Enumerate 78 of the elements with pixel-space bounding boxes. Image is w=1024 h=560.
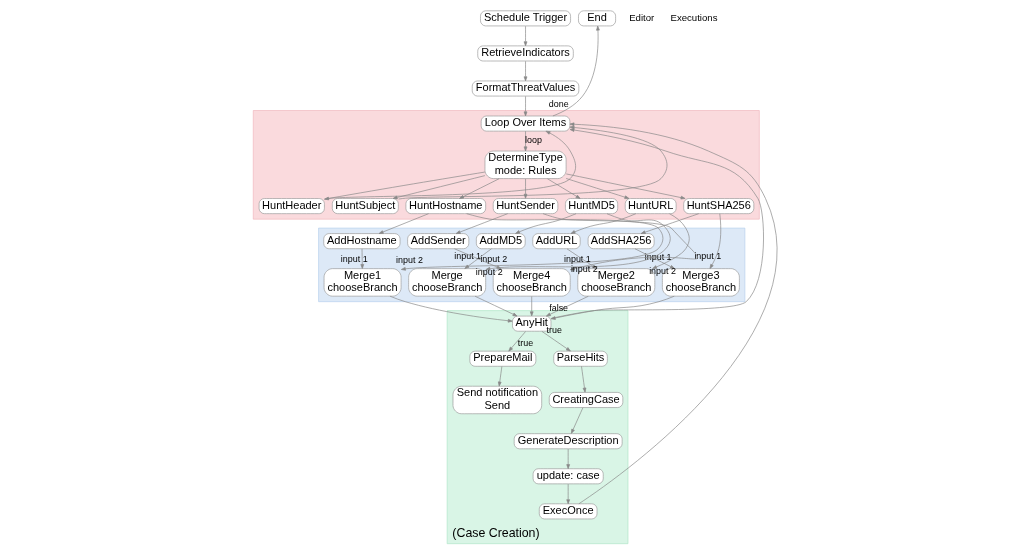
edge-label: input 1 [563,253,591,264]
node-box: HuntSubject [331,198,399,214]
arrow [523,96,527,117]
edge-label: done [548,99,569,110]
edge-label: loop [524,135,542,146]
node-box: AddHostname [322,233,400,250]
node-box: ExecOnce [538,503,597,520]
arrow [389,295,513,323]
edge-label: input 2 [475,266,503,277]
arrow [523,60,527,82]
arrow [541,331,571,352]
arrow [580,366,586,393]
arrow [709,213,721,269]
node-box: DetermineType mode: Rules [484,150,566,179]
node-box: Send notification Send [452,385,542,415]
node-box: AddMD5 [475,233,526,250]
arrow [497,366,502,387]
edge-label: input 2 [479,254,507,265]
node-box: FormatThreatValues [471,80,579,97]
node-box: RetrieveIndicators [476,45,574,62]
node-box: PrepareMail [469,350,536,367]
edge-label: input 2 [570,264,598,275]
arrow [565,483,570,505]
arrow [458,178,500,199]
node-box: Loop Over Items [480,115,570,132]
arrow [634,248,675,269]
arrow [514,213,576,234]
edge-label: input 2 [395,254,423,265]
arrow [507,331,526,352]
arrow [323,171,485,201]
node-box: update: case [532,468,604,485]
arrow [453,248,501,269]
arrow [378,213,429,234]
node-box: HuntSHA256 [682,198,754,214]
node-box: Schedule Trigger [479,10,571,27]
arrow [565,173,685,200]
node-box: HuntHeader [258,198,325,214]
node-box: AddSHA256 [587,233,654,250]
edge-label: input 1 [453,250,481,261]
arrow [529,296,533,317]
arrow [550,128,764,319]
arrow [523,178,527,199]
arrow [651,213,690,269]
node-box: HuntHostname [405,198,486,214]
node-box: HuntURL [624,198,676,214]
arrow [550,295,675,320]
edge-label: false [548,302,568,313]
arrow [552,25,600,117]
arrow [570,407,583,434]
edge-label: input 1 [644,251,672,262]
node-box: GenerateDescription [513,433,622,450]
arrow [455,213,508,234]
arrow [565,178,629,199]
label: Editor [628,11,654,23]
arrow [464,248,492,269]
arrow [570,213,636,234]
edge-label: true [517,338,533,349]
edge-label: input 2 [648,265,676,276]
node-box: HuntSender [492,198,558,214]
node-box: CreatingCase [548,392,623,408]
edge-label: input 1 [693,250,721,261]
arrow [545,295,589,317]
arrow [360,248,364,269]
node-box: End [577,10,616,27]
arrow [640,213,699,234]
node-box: AddURL [531,233,581,250]
label: Executions [669,11,717,23]
arrow [397,125,667,200]
node-box: HuntMD5 [564,198,618,214]
node-box: AddSender [406,233,469,250]
arrow [392,175,485,200]
arrow [523,25,527,47]
arrow [565,448,570,470]
node-box: ParseHits [552,350,608,367]
edge-label: input 1 [340,253,368,264]
node-box: Merge1 chooseBranch [323,268,401,297]
arrow [546,178,580,199]
arrow [474,295,517,317]
